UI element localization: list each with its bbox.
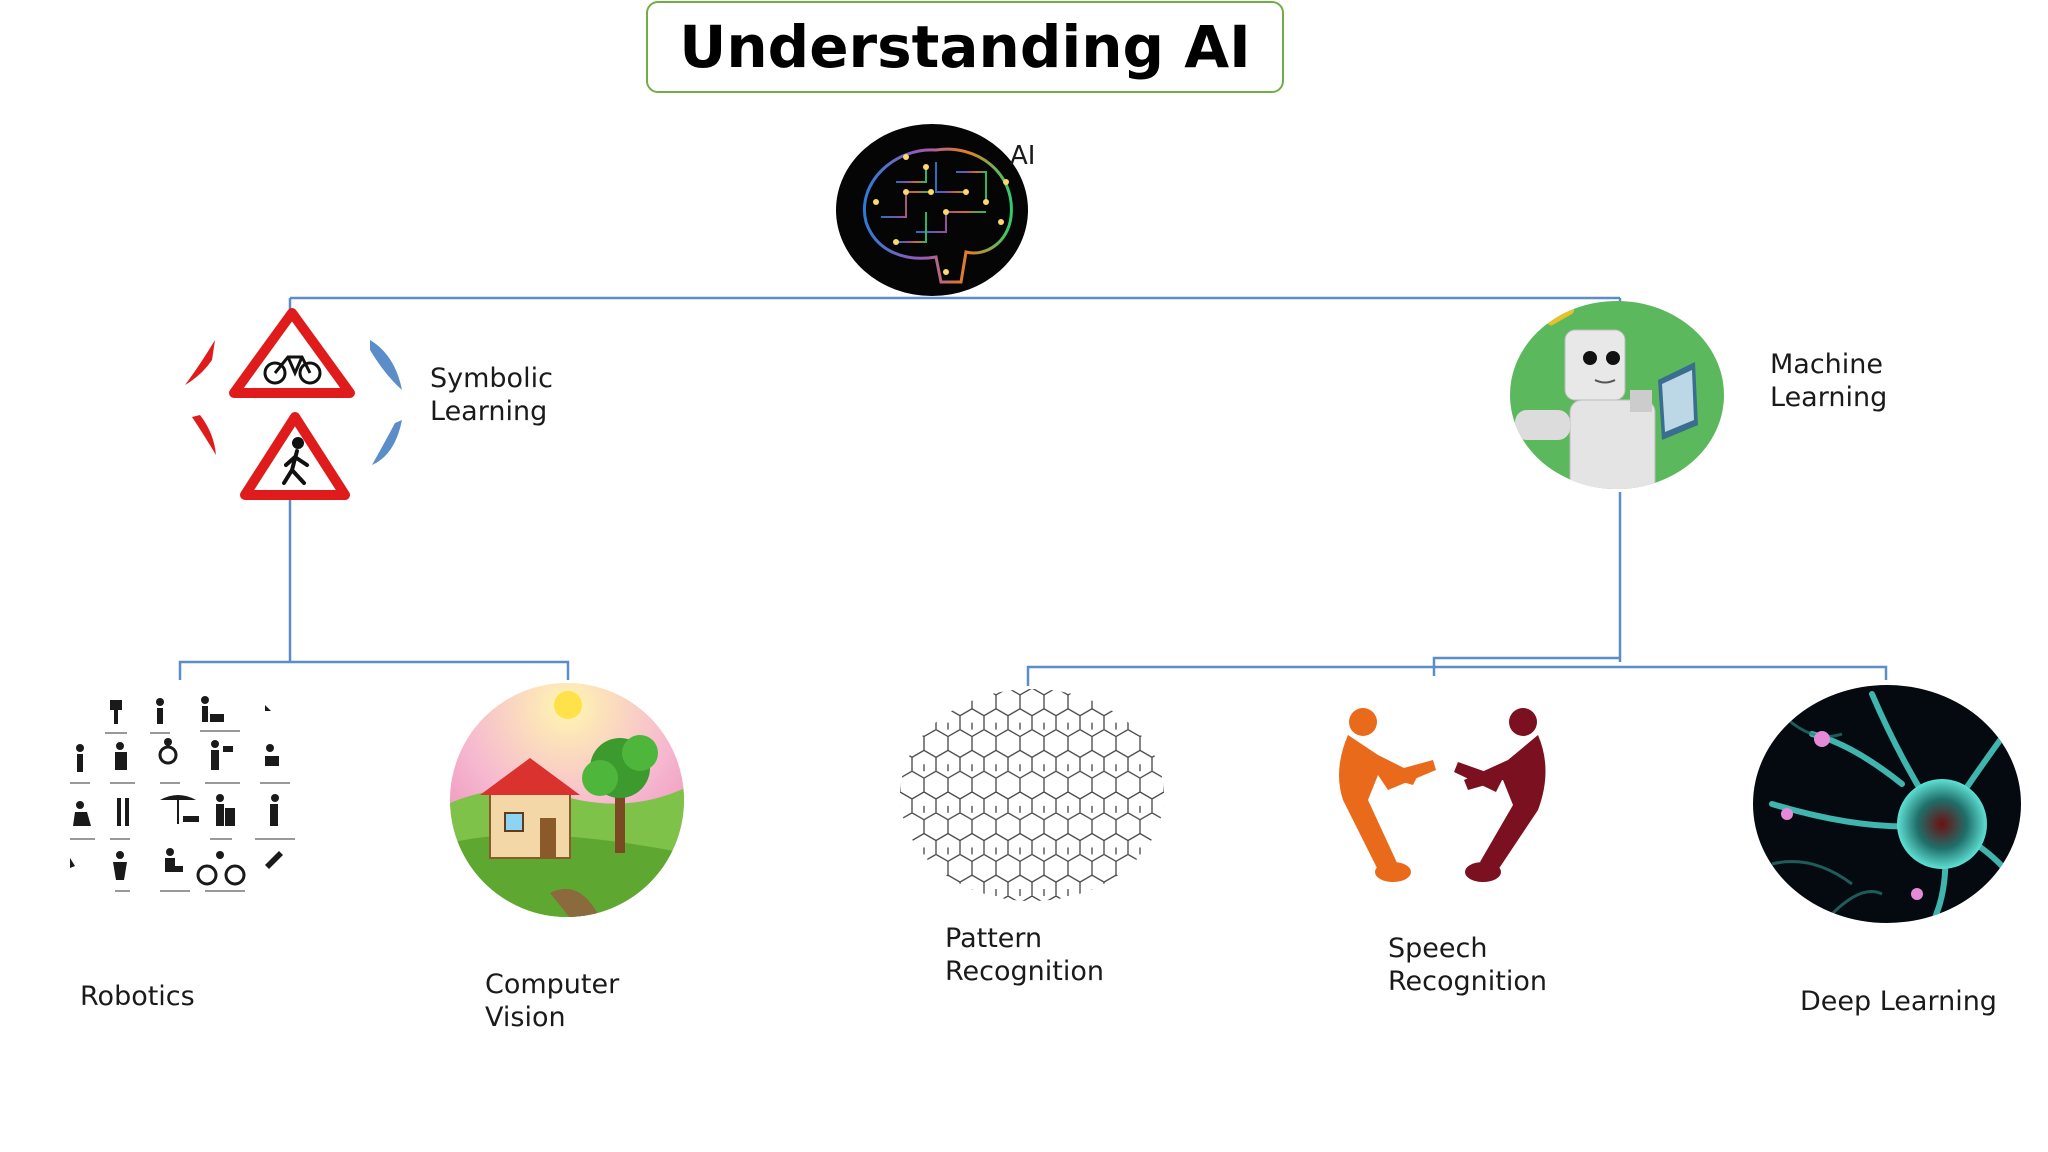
robotics-node bbox=[65, 690, 300, 930]
human-activity-icons-icon bbox=[70, 696, 295, 892]
connector-speech bbox=[1432, 656, 1620, 676]
circuit-brain-icon bbox=[836, 124, 1028, 296]
speech-recognition-label: Speech Recognition bbox=[1388, 933, 1547, 997]
connector-symbolic-children bbox=[178, 660, 570, 680]
machine-learning-label: Machine Learning bbox=[1770, 349, 1888, 413]
robotics-label: Robotics bbox=[80, 981, 195, 1012]
connector-machine-children bbox=[1026, 665, 1888, 686]
ai-node bbox=[836, 122, 1036, 302]
symbolic-learning-node bbox=[180, 305, 410, 510]
symbolic-learning-label: Symbolic Learning bbox=[430, 363, 553, 427]
computer-vision-label: Computer Vision bbox=[485, 969, 620, 1033]
pattern-recognition-node bbox=[900, 688, 1165, 908]
speech-recognition-node bbox=[1318, 700, 1563, 905]
neuron-icon bbox=[1753, 685, 2021, 923]
traffic-sign-icon bbox=[185, 308, 402, 500]
house-landscape-icon bbox=[450, 683, 684, 917]
machine-learning-node bbox=[1510, 300, 1725, 495]
hexagon-pattern-icon bbox=[900, 689, 1164, 901]
robot-reading-icon bbox=[1510, 301, 1724, 489]
page-title: Understanding AI bbox=[679, 13, 1251, 81]
deep-learning-label: Deep Learning bbox=[1800, 986, 1997, 1017]
deep-learning-node bbox=[1752, 684, 2022, 929]
pattern-recognition-label: Pattern Recognition bbox=[945, 923, 1104, 987]
title-box: Understanding AI bbox=[646, 1, 1284, 93]
computer-vision-node bbox=[450, 683, 685, 923]
ai-label: AI bbox=[1010, 141, 1036, 171]
two-figures-talking-icon bbox=[1339, 708, 1546, 882]
